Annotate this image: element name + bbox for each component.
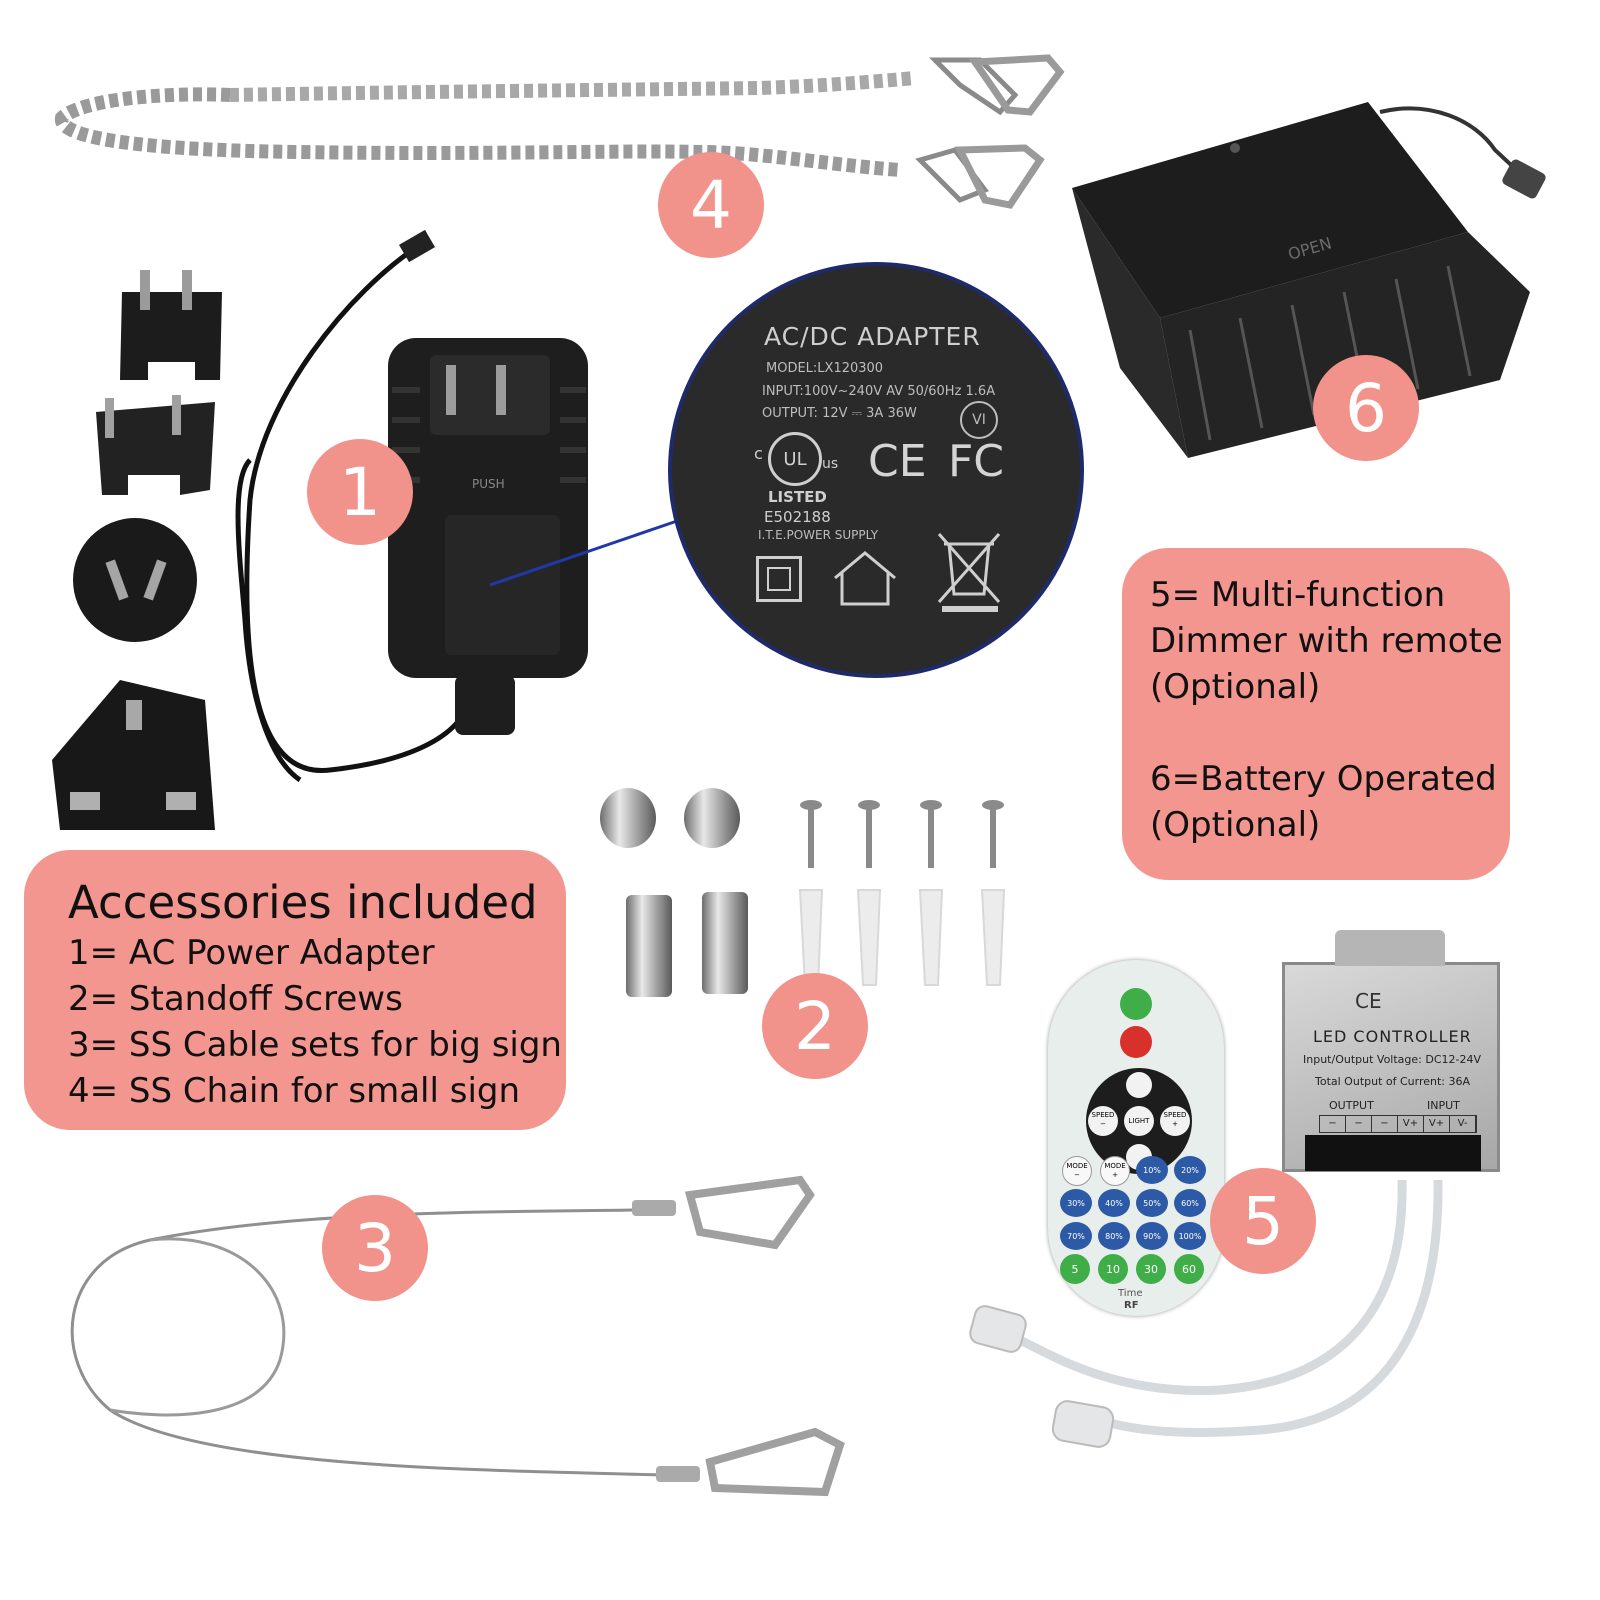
percent-button: 30% <box>1060 1189 1092 1217</box>
controller-current: Total Output of Current: 36A <box>1315 1075 1471 1088</box>
remote-control: SPEED − LIGHT SPEED + MODE − MODE + 10%2… <box>1048 960 1224 1316</box>
terminal-block <box>1305 1135 1481 1171</box>
ul-c-mark: c <box>754 444 763 463</box>
accessories-title: Accessories included <box>68 876 538 929</box>
optional-line-6a: 6=Battery Operated <box>1150 759 1497 799</box>
push-label: PUSH <box>472 477 505 491</box>
ul-us-mark: us <box>822 456 839 472</box>
controller-marks: CE <box>1355 989 1382 1013</box>
terminal-label: V- <box>1450 1116 1476 1132</box>
light-button: LIGHT <box>1124 1106 1154 1136</box>
led-controller: CE LED CONTROLLER Input/Output Voltage: … <box>1282 962 1500 1172</box>
percent-button: 90% <box>1136 1222 1168 1250</box>
ce-mark: CE <box>868 436 927 487</box>
accessory-item-4: 4= SS Chain for small sign <box>68 1071 521 1111</box>
adapter-label-model: MODEL:LX120300 <box>766 361 884 376</box>
controller-terminal-labels: −−−V+V+V- <box>1319 1115 1477 1133</box>
listed-label: LISTED <box>768 488 827 506</box>
controller-voltage: Input/Output Voltage: DC12-24V <box>1303 1053 1481 1066</box>
timer-button: 60 <box>1174 1254 1204 1284</box>
percent-button: 40% <box>1098 1189 1130 1217</box>
double-insulation-icon <box>756 556 802 602</box>
timer-button: 10 <box>1098 1254 1128 1284</box>
battery-open-label: OPEN <box>1286 233 1334 263</box>
file-number: E502188 <box>764 508 831 526</box>
percent-button: 60% <box>1174 1189 1206 1217</box>
percent-button: 80% <box>1098 1222 1130 1250</box>
adapter-label-output: OUTPUT: 12V ⎓ 3A 36W <box>762 406 917 421</box>
percent-button: 70% <box>1060 1222 1092 1250</box>
house-icon <box>834 551 896 606</box>
controller-title: LED CONTROLLER <box>1313 1027 1472 1046</box>
badge-3: 3 <box>322 1195 428 1301</box>
percent-button: 50% <box>1136 1189 1168 1217</box>
vi-mark: VI <box>960 401 998 439</box>
brightness-up-icon <box>1126 1072 1152 1098</box>
terminal-label: − <box>1320 1116 1346 1132</box>
optional-panel: 5= Multi-function Dimmer with remote (Op… <box>1122 548 1510 880</box>
percent-button-grid: 10%20% 30%40%50%60% 70%80%90%100% <box>1060 1156 1220 1256</box>
fc-mark: FC <box>948 436 1005 487</box>
timer-button: 5 <box>1060 1254 1090 1284</box>
controller-input-label: INPUT <box>1427 1099 1460 1112</box>
controller-mount-tab <box>1335 930 1445 966</box>
speed-plus-button: SPEED + <box>1160 1106 1190 1136</box>
percent-button: 10% <box>1136 1156 1168 1184</box>
optional-line-5b: Dimmer with remote <box>1150 621 1503 661</box>
accessory-item-3: 3= SS Cable sets for big sign <box>68 1025 562 1065</box>
power-supply-label: I.T.E.POWER SUPPLY <box>758 528 879 542</box>
terminal-label: V+ <box>1398 1116 1424 1132</box>
badge-6: 6 <box>1313 355 1419 461</box>
speed-minus-button: SPEED − <box>1088 1106 1118 1136</box>
optional-line-6b: (Optional) <box>1150 805 1321 845</box>
terminal-label: − <box>1372 1116 1398 1132</box>
accessory-item-2: 2= Standoff Screws <box>68 979 403 1019</box>
timer-button: 30 <box>1136 1254 1166 1284</box>
badge-2: 2 <box>762 973 868 1079</box>
time-label: Time <box>1118 1288 1143 1299</box>
adapter-label-title: AC/DC ADAPTER <box>764 322 981 351</box>
ul-mark: UL <box>768 432 822 486</box>
percent-button: 100% <box>1174 1222 1206 1250</box>
power-off-icon <box>1120 1026 1152 1058</box>
power-on-icon <box>1120 988 1152 1020</box>
badge-4: 4 <box>658 152 764 258</box>
badge-1: 1 <box>307 439 413 545</box>
weee-bin-icon <box>937 533 1001 612</box>
remote-dpad: SPEED − LIGHT SPEED + <box>1086 1068 1192 1174</box>
terminal-label: − <box>1346 1116 1372 1132</box>
accessory-item-1: 1= AC Power Adapter <box>68 933 435 973</box>
optional-line-5a: 5= Multi-function <box>1150 575 1446 615</box>
rf-label: RF <box>1124 1300 1139 1311</box>
accessories-panel: Accessories included 1= AC Power Adapter… <box>24 850 566 1130</box>
percent-button: 20% <box>1174 1156 1206 1184</box>
optional-line-5c: (Optional) <box>1150 667 1321 707</box>
timer-button-row: 5 10 30 60 <box>1060 1254 1220 1286</box>
terminal-label: V+ <box>1424 1116 1450 1132</box>
adapter-label-input: INPUT:100V~240V AV 50/60Hz 1.6A <box>762 384 996 399</box>
badge-5: 5 <box>1210 1168 1316 1274</box>
adapter-label-zoom: AC/DC ADAPTER MODEL:LX120300 INPUT:100V~… <box>668 262 1084 678</box>
controller-output-label: OUTPUT <box>1329 1099 1374 1112</box>
